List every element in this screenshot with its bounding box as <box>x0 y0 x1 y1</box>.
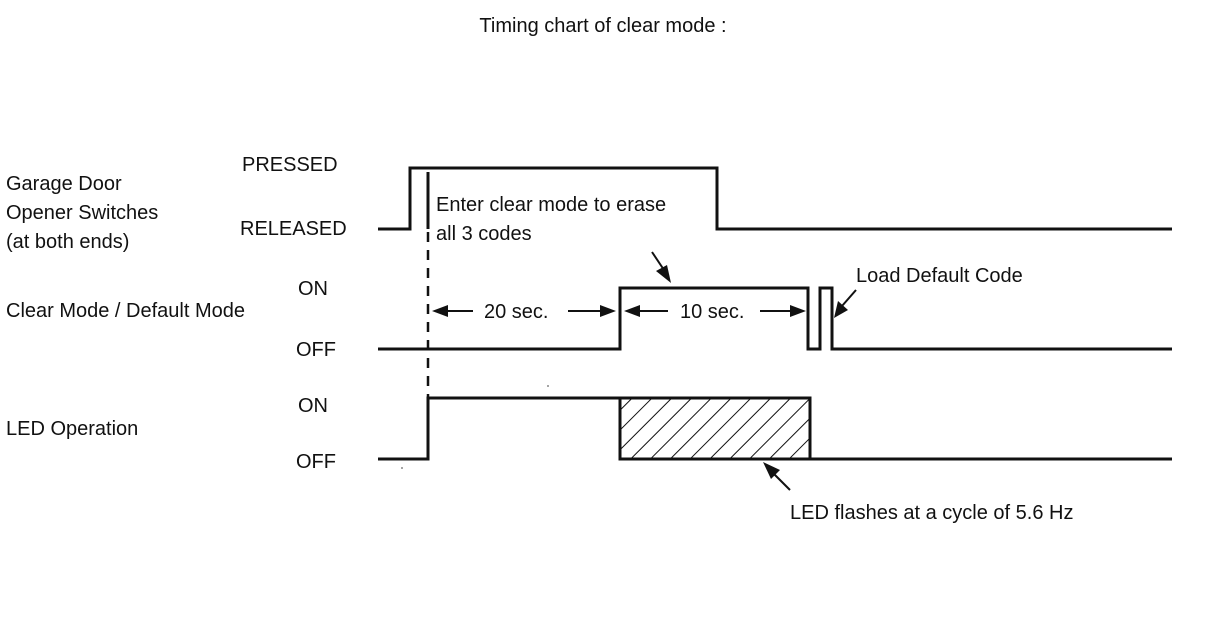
signal-name-switches: Garage Door Opener Switches (at both end… <box>6 173 158 253</box>
arrow-head-left <box>624 305 640 317</box>
led-flash-label: LED flashes at a cycle of 5.6 Hz <box>790 502 1073 524</box>
load-default-arrow-head <box>834 301 848 318</box>
interval-label: 10 sec. <box>680 301 744 323</box>
interval-10-sec: 10 sec. <box>624 301 806 323</box>
signal-name-line: Opener Switches <box>6 202 158 224</box>
waveform-led <box>378 396 620 461</box>
chart-title: Timing chart of clear mode : <box>479 15 726 37</box>
level-label-off: OFF <box>296 451 336 473</box>
led-flash-arrow-head <box>763 462 780 479</box>
arrow-head-right <box>600 305 616 317</box>
led-flash-hatched-region <box>618 396 812 461</box>
signal-name-line: Garage Door <box>6 173 122 195</box>
level-label-on: ON <box>298 395 328 417</box>
level-label-released: RELEASED <box>240 218 347 240</box>
pointer-arrow-head <box>656 265 671 283</box>
arrow-head-left <box>432 305 448 317</box>
signal-name-line: (at both ends) <box>6 231 129 253</box>
load-default-arrow-line <box>841 289 857 307</box>
waveform-clear-mode <box>378 286 1172 351</box>
interval-label: 20 sec. <box>484 301 548 323</box>
waveform-switches <box>378 166 1172 231</box>
scan-speck <box>547 385 549 387</box>
scan-speck <box>401 467 403 469</box>
level-label-pressed: PRESSED <box>242 154 338 176</box>
level-label-off: OFF <box>296 339 336 361</box>
arrow-head-right <box>790 305 806 317</box>
pointer-arrow-line <box>651 251 665 271</box>
signal-name-clear-mode: Clear Mode / Default Mode <box>6 300 245 322</box>
load-default-label: Load Default Code <box>856 265 1023 287</box>
clear-mode-note-line: Enter clear mode to erase <box>436 194 666 216</box>
interval-20-sec: 20 sec. <box>432 301 616 323</box>
level-label-on: ON <box>298 278 328 300</box>
clear-mode-note-line: all 3 codes <box>436 223 532 245</box>
signal-name-led: LED Operation <box>6 418 138 440</box>
